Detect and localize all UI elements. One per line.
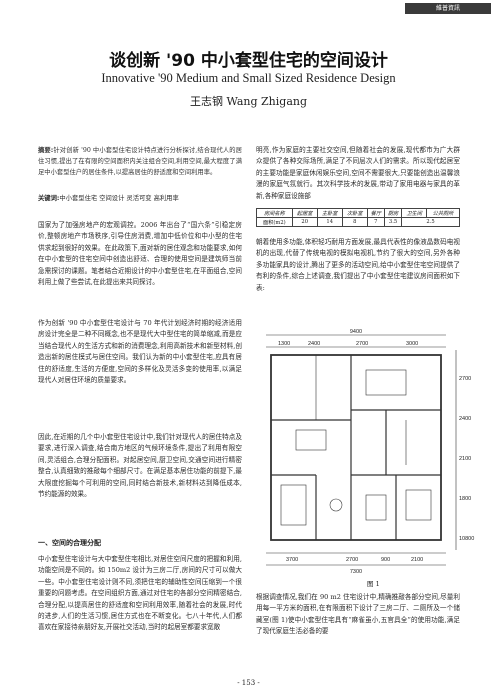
- table-cell: 20: [291, 217, 318, 227]
- abstract-text: 针对创新 '90 中小套型住宅设计特点进行分析探讨,结合现代人的居住习惯,提出了…: [38, 147, 242, 177]
- table-cell: 卫生间: [401, 208, 428, 218]
- keywords-label: 关键词:: [38, 195, 60, 202]
- body-paragraph-2: 作为创新 '90 中小套型住宅设计与 70 年代计划经济时期的经济适用房设计完全…: [38, 319, 242, 385]
- body-paragraph-1: 国家为了加强房地产的宏观调控。2006 年出台了“国六条”引稳定房价,整顿房地产…: [38, 221, 242, 287]
- dim-label: 2400: [459, 416, 471, 422]
- table-cell: 起居室: [291, 208, 318, 218]
- watermark-logo: 維普資訊 http://www.cqvip.com: [405, 3, 491, 23]
- dim-label: 9400: [350, 329, 362, 335]
- dim-label: 3700: [286, 557, 298, 563]
- table-cell: 面积(m2): [256, 217, 293, 227]
- body-paragraph-4: 中小套型住宅设计与大中套型住宅相比,对居住空间尺度的把握和利用,功能空间是不同的…: [38, 555, 242, 632]
- room-area-table: 房间名称 起居室 主卧室 次卧室 餐厅 厨房 卫生间 公共厕所 面积(m2) 2…: [256, 208, 460, 227]
- dim-label: 7300: [350, 569, 362, 575]
- table-cell: 餐厅: [366, 208, 385, 218]
- floor-plan-figure: 9400 1300 2400 2700 3000 3700 2700 900 2…: [266, 329, 474, 575]
- body-paragraph-3: 因此,在近期的几个中小套型住宅设计中,我们针对现代人的居住特点及要求,进行深入调…: [38, 433, 242, 499]
- table-cell: 14: [316, 217, 343, 227]
- right-paragraph-3: 根据调查情况,我们在 90 m2 住宅设计中,精确推敲各部分空间,尽量利用每一平…: [256, 593, 460, 636]
- dim-label: 2700: [346, 557, 358, 563]
- table-cell: 主卧室: [316, 208, 343, 218]
- table-cell: 房间名称: [256, 208, 293, 218]
- page-number: - 153 -: [237, 679, 260, 687]
- dim-label: 2700: [356, 341, 368, 347]
- keywords-text: 中小套型住宅 空间设计 灵活可变 高利用率: [59, 195, 179, 202]
- dim-label: 2700: [459, 376, 471, 382]
- table-cell: 公共厕所: [426, 208, 460, 218]
- dim-label: 900: [381, 557, 390, 563]
- table-header-row: 房间名称 起居室 主卧室 次卧室 餐厅 厨房 卫生间 公共厕所: [256, 208, 460, 218]
- dim-label: 1800: [459, 496, 471, 502]
- figure-caption: 图 1: [367, 580, 380, 588]
- dim-label: 10800: [459, 536, 474, 542]
- dim-label: 2100: [459, 456, 471, 462]
- table-cell: 8: [341, 217, 368, 227]
- dim-label: 2400: [308, 341, 320, 347]
- keywords: 关键词:中小套型住宅 空间设计 灵活可变 高利用率: [38, 193, 242, 204]
- paper-author: 王志钢 Wang Zhigang: [190, 95, 307, 108]
- table-cell: 7: [366, 217, 385, 227]
- table-cell: 2.5: [401, 217, 460, 227]
- abstract: 摘要:针对创新 '90 中小套型住宅设计特点进行分析探讨,结合现代人的居住习惯,…: [38, 145, 242, 179]
- abstract-label: 摘要:: [38, 147, 54, 154]
- table-row: 面积(m2) 20 14 8 7 3.5 2.5: [256, 217, 460, 227]
- table-cell: 次卧室: [341, 208, 368, 218]
- paper-title: 谈创新 '90 中小套型住宅的空间设计: [109, 51, 388, 71]
- table-cell: 3.5: [383, 217, 403, 227]
- right-paragraph-1: 明亮,作为家庭的主要社交空间,但随着社会的发展,现代都市为广大群众提供了各种交际…: [256, 146, 460, 200]
- paper-subtitle: Innovative '90 Medium and Small Sized Re…: [101, 71, 396, 85]
- section-heading: 一、空间的合理分配: [38, 539, 101, 547]
- dim-label: 3000: [406, 341, 418, 347]
- table-cell: 厨房: [383, 208, 403, 218]
- dim-label: 2100: [411, 557, 423, 563]
- right-paragraph-2: 朝着使用多功能,体积轻巧耐用方面发展,最具代表性的像液晶数码电视机的出现,代替了…: [256, 238, 460, 292]
- dim-label: 1300: [278, 341, 290, 347]
